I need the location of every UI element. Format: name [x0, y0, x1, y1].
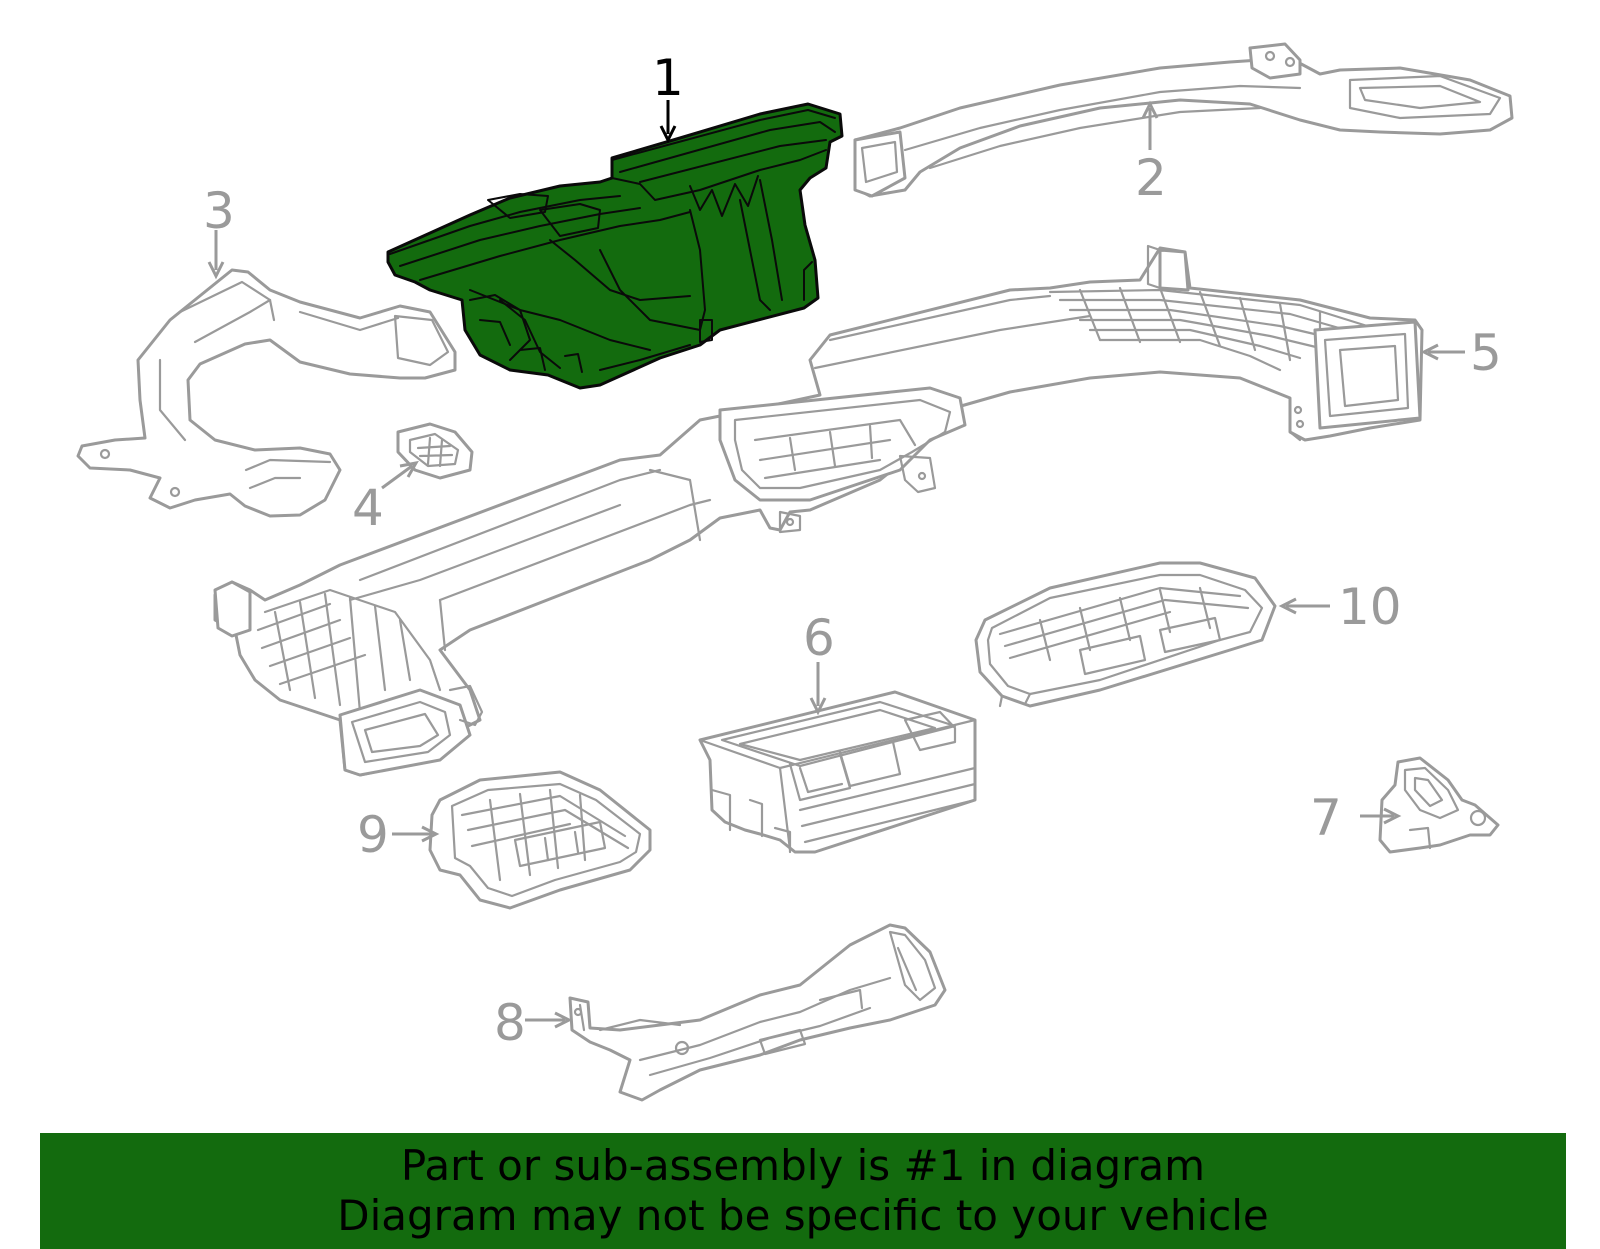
part-10-side-vent[interactable]: [974, 561, 1330, 708]
banner-line-2: Diagram may not be specific to your vehi…: [337, 1191, 1269, 1240]
callout-5: 5: [1470, 324, 1502, 382]
part-2-upper-duct[interactable]: [853, 42, 1514, 198]
part-4-small-vent[interactable]: [381, 422, 474, 490]
callout-10: 10: [1338, 578, 1402, 636]
part-1-duct-housing-highlighted[interactable]: [386, 102, 844, 390]
callout-1: 1: [652, 49, 684, 107]
banner-line-1: Part or sub-assembly is #1 in diagram: [400, 1141, 1206, 1190]
part-9-face-vent[interactable]: [392, 770, 652, 910]
callout-6: 6: [803, 609, 835, 667]
callout-2: 2: [1135, 149, 1167, 207]
part-8-floor-duct[interactable]: [525, 923, 947, 1102]
parts-diagram: 2 3 4: [76, 42, 1514, 1102]
part-3-left-duct[interactable]: [76, 230, 457, 518]
callout-8: 8: [494, 994, 526, 1052]
callout-7: 7: [1310, 789, 1342, 847]
callout-4: 4: [352, 479, 384, 537]
callout-3: 3: [203, 182, 235, 240]
part-5-main-duct[interactable]: [213, 244, 1465, 777]
info-banner: Part or sub-assembly is #1 in diagram Di…: [40, 1133, 1566, 1249]
callout-9: 9: [357, 806, 389, 864]
part-7-bracket[interactable]: [1360, 756, 1500, 854]
part-6-center-vent-box[interactable]: [698, 662, 977, 854]
